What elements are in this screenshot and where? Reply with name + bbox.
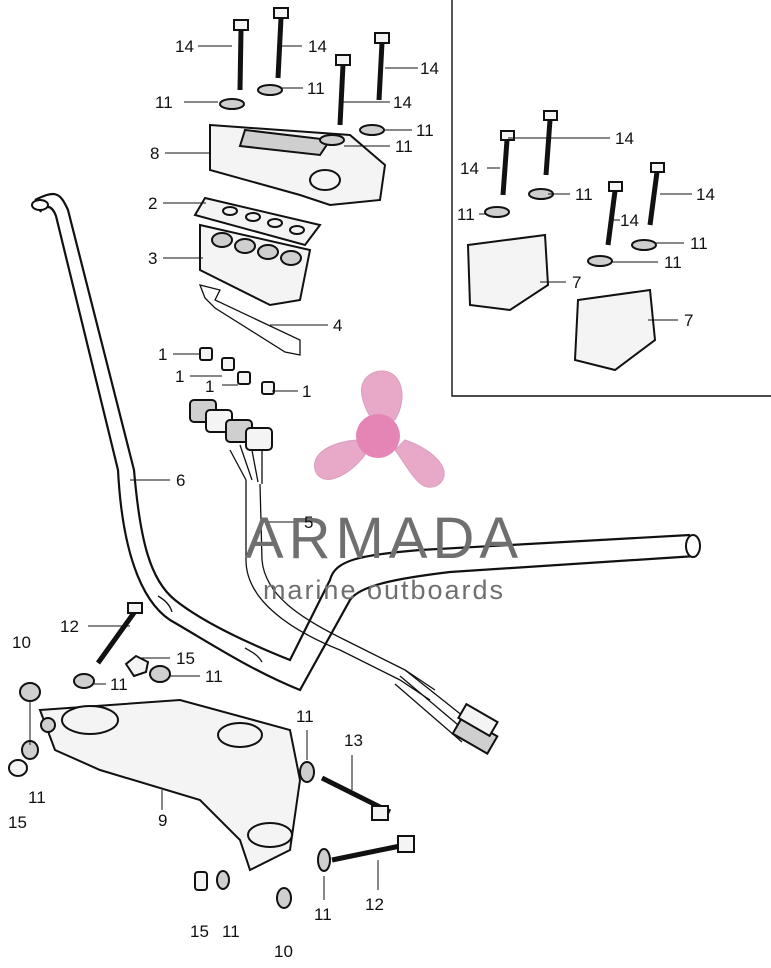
callout-3: 3 [148,249,157,268]
callout-1: 1 [175,367,184,386]
callout-1: 1 [302,382,311,401]
lower-fasteners [8,602,415,909]
callout-11: 11 [416,121,434,140]
callout-11: 11 [296,707,314,726]
callout-14: 14 [620,211,639,230]
upper-holder [209,123,387,207]
callout-11: 11 [307,79,325,98]
callout-labels: 14 14 14 14 11 11 11 11 8 2 3 4 1 1 1 1 … [8,37,715,961]
callout-14: 14 [420,59,439,78]
callout-14: 14 [460,159,479,178]
callout-15: 15 [190,922,209,941]
callout-8: 8 [150,144,159,163]
connector-cluster [189,399,273,451]
gasket [193,196,322,247]
callout-14: 14 [615,129,634,148]
callout-10: 10 [12,633,31,652]
callout-15: 15 [176,649,195,668]
armada-logo [314,370,445,488]
callout-1: 1 [205,377,214,396]
callout-11: 11 [395,137,413,156]
terminals [199,347,275,395]
propeller-blade-left [314,439,366,480]
inset-frame [451,0,771,397]
callout-11: 11 [205,667,223,686]
callout-7: 7 [684,311,693,330]
wire-harness [229,438,499,756]
callout-14: 14 [308,37,327,56]
callout-11: 11 [664,253,682,272]
propeller-blade-top [361,370,403,421]
spring-clip [198,284,301,356]
callout-10: 10 [274,942,293,961]
inset-holders [466,110,665,372]
callout-12: 12 [60,617,79,636]
callout-11: 11 [28,788,46,807]
callout-14: 14 [696,185,715,204]
callout-14: 14 [393,93,412,112]
callout-14: 14 [175,37,194,56]
callout-12: 12 [365,895,384,914]
leader-lines [29,45,692,900]
propeller-hub [356,414,400,458]
top-bolts [219,7,390,146]
callout-11: 11 [314,905,332,924]
callout-6: 6 [176,471,185,490]
callout-13: 13 [344,731,363,750]
lower-bracket [38,698,302,872]
brand-tagline: marine outboards [263,575,505,605]
callout-9: 9 [158,811,167,830]
callout-4: 4 [333,316,342,335]
callout-11: 11 [155,93,173,112]
callout-11: 11 [690,234,708,253]
propeller-blade-right [394,439,445,488]
callout-11: 11 [222,922,240,941]
indicator-housing [199,223,312,307]
callout-11: 11 [457,205,475,224]
handlebar [31,192,701,692]
callout-11: 11 [110,675,128,694]
brand-wordmark: ARMADA [245,506,523,571]
callout-15: 15 [8,813,27,832]
callout-2: 2 [148,194,157,213]
callout-11: 11 [575,185,593,204]
callout-7: 7 [572,273,581,292]
callout-1: 1 [158,345,167,364]
callout-5: 5 [304,513,313,532]
